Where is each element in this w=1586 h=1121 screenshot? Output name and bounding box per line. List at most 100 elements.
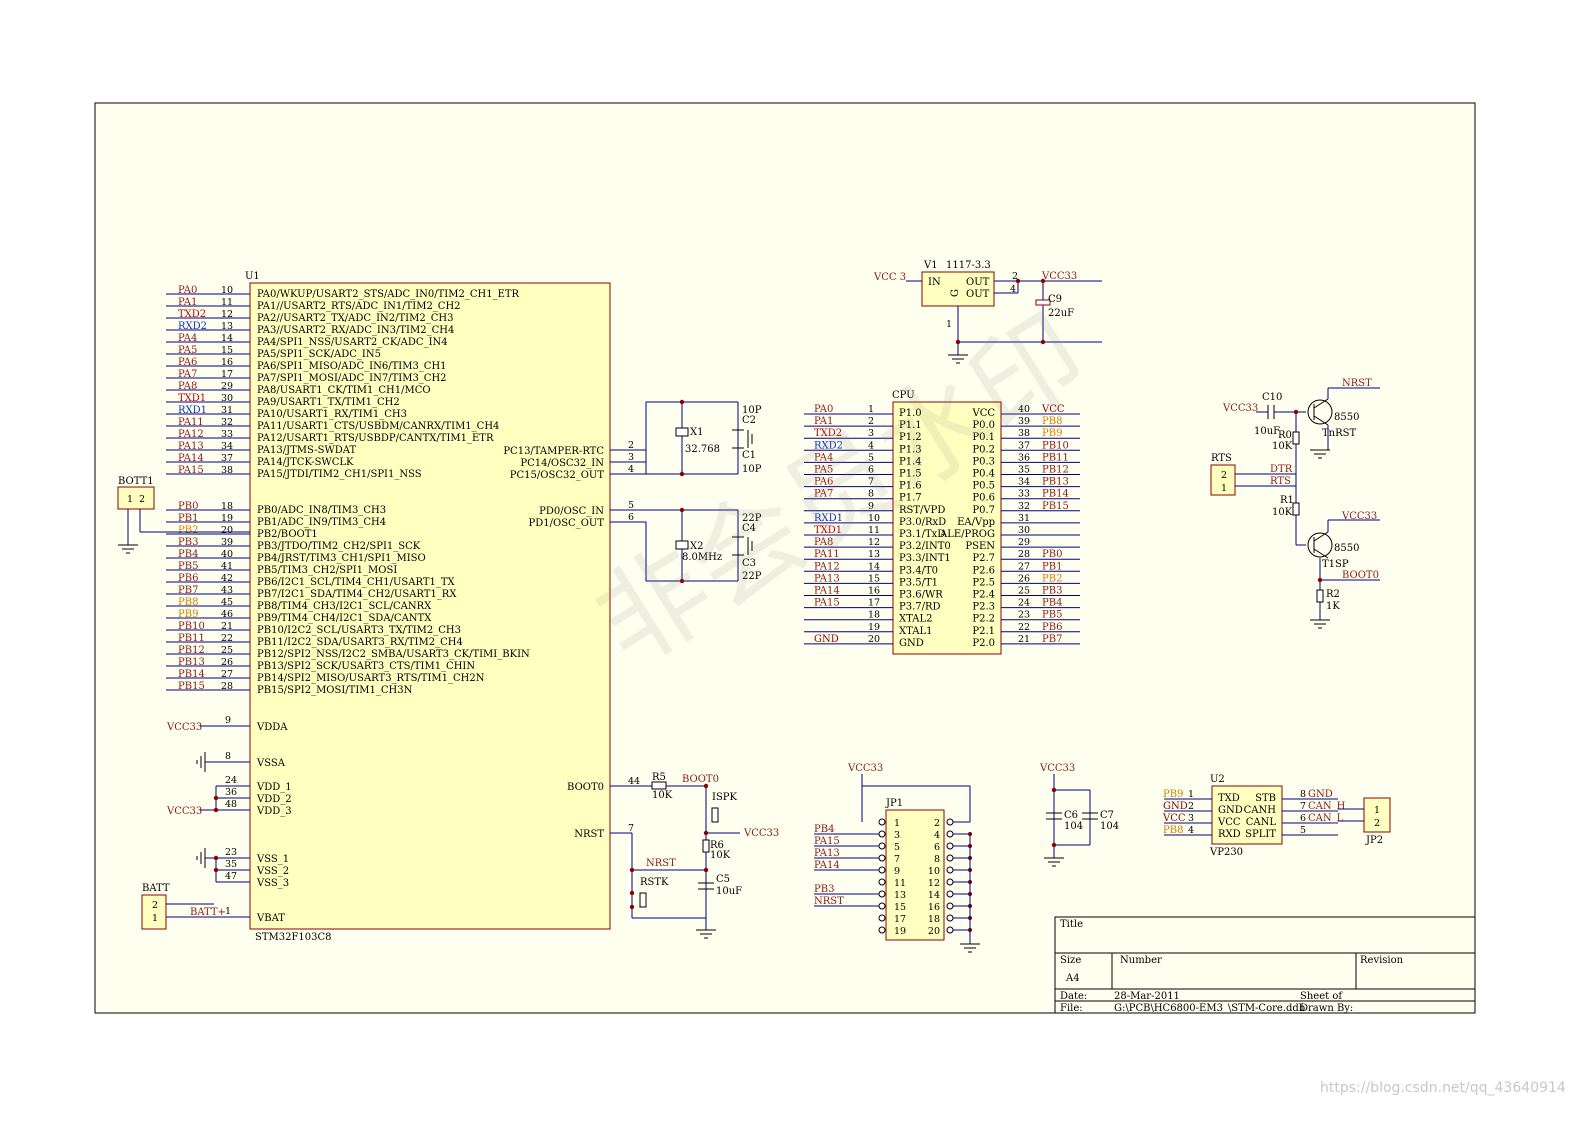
u2-rpin-net: GND [1308, 789, 1333, 800]
cpu-pin-net: TXD2 [814, 428, 842, 439]
boot0-transistor-net: BOOT0 [1342, 570, 1379, 581]
size-label: Size [1060, 955, 1081, 966]
bott1-ref: BOTT1 [118, 476, 154, 487]
cpu-pin-number: 13 [868, 549, 880, 560]
cpu-pin-label: RST/VPD [899, 505, 945, 516]
u1-pin-net: PB5 [178, 561, 198, 572]
jp1-pin-left [878, 926, 886, 934]
cpu-pin-number: 35 [1018, 465, 1030, 476]
u1-right-pin-label: BOOT0 [567, 782, 604, 793]
u2-pin-net: GND [1163, 801, 1188, 812]
rts-conn-pin2: 2 [1221, 470, 1227, 481]
cpu-pin-net: PB1 [1042, 561, 1062, 572]
u1-pin-number: 40 [221, 549, 233, 560]
u2-pin-label: GND [1218, 805, 1243, 816]
c5-ref: C5 [716, 874, 730, 885]
u1-pin-number: 29 [221, 381, 233, 392]
jp1-pin-number-right: 16 [928, 902, 940, 913]
jp1-pin-number-left: 11 [894, 878, 906, 889]
u1-power-pins: 9VDDA8VSSA24VDD_136VDD_248VDD_323VSS_135… [225, 715, 292, 924]
u2-pin-number: 4 [1188, 825, 1194, 836]
u1-pin-number: 38 [221, 465, 233, 476]
title-block: Title Size A4 Number Revision Date: 28-M… [1054, 916, 1476, 1014]
jp1-header: VCC33 JP1 13PB45PA157PA139PA141113PB315N… [814, 763, 980, 953]
cpu-pin-label: P1.1 [899, 420, 922, 431]
u1-power-pin-label: VSSA [256, 758, 286, 769]
boot0-reset-block: R5 10K BOOT0 ISPK VCC33 R6 10K NRST RSTK… [610, 772, 779, 939]
u1-pin-label: PB3/JTDO/TIM2_CH2/SPI1_SCK [257, 541, 421, 552]
c4-ref: C4 [742, 523, 756, 534]
drawn-label: Drawn By: [1300, 1003, 1353, 1014]
u1-power-pin-number: 24 [225, 775, 237, 786]
u1-pin-label: PB14/SPI2_MISO/USART3_RTS/TIM1_CH2N [257, 673, 485, 684]
cpu-pin-label: EA/Vpp [957, 517, 995, 528]
cpu-pin-label: P1.3 [899, 444, 922, 455]
c6-value: 104 [1064, 821, 1083, 832]
r5-ref: R5 [652, 772, 666, 783]
cpu-pin-number: 20 [868, 634, 880, 645]
cpu-pin-number: 32 [1018, 501, 1030, 512]
cpu-pin-net: PB11 [1042, 452, 1069, 463]
file-value: G:\PCB\HC6800-EM3_\STM-Core.ddb [1114, 1003, 1305, 1014]
jp1-pin-number-left: 17 [894, 914, 906, 925]
c6-ref: C6 [1064, 810, 1078, 821]
c10-value: 10uF [1254, 426, 1280, 437]
cpu-pin-label: P3.7/RD [899, 602, 941, 613]
c4-value: 22P [742, 513, 762, 524]
cpu-pin-number: 17 [868, 598, 880, 609]
u1-power-pin-number: 36 [225, 787, 237, 798]
jp1-pin-number-left: 9 [894, 866, 900, 877]
v1-pin-g: G [950, 289, 961, 297]
u1-ref: U1 [245, 271, 260, 282]
cpu-pin-net: VCC [1041, 404, 1065, 415]
cpu-pin-number: 10 [868, 513, 880, 524]
u1-pin-number: 14 [221, 333, 233, 344]
cpu-pin-label: P2.5 [972, 577, 995, 588]
jp1-pin-right [946, 926, 954, 934]
cpu-pin-number: 5 [868, 452, 874, 463]
x2-crystal-block: X2 8.0MHz 22P C4 C3 22P [610, 507, 762, 584]
c1-ref: C1 [742, 450, 756, 461]
r5-value: 10K [652, 790, 673, 801]
cpu-pin-net: PA14 [814, 586, 840, 597]
cpu-pin-number: 36 [1018, 452, 1030, 463]
u1-pin-net: PA8 [178, 381, 197, 392]
u1-pin-label: PB13/SPI2_SCK/USART3_CTS/TIM1_CHIN [257, 661, 475, 672]
batt-ref: BATT [142, 883, 170, 894]
u1-pin-number: 45 [221, 597, 233, 608]
jp1-pin-right [946, 866, 954, 874]
cpu-pin-label: P0.6 [972, 493, 995, 504]
vcc33-jp1-label: VCC33 [847, 763, 883, 774]
cpu-pin-number: 9 [868, 501, 874, 512]
u1-pin-number: 30 [221, 393, 233, 404]
u1-power-pin-label: VSS_1 [256, 854, 289, 865]
cpu-pin-label: PSEN [965, 541, 995, 552]
cpu-pin-number: 39 [1018, 416, 1030, 427]
u1-pin-number: 11 [221, 297, 233, 308]
cpu-pin-number: 22 [1018, 622, 1030, 633]
cpu-pin-number: 4 [868, 440, 874, 451]
u2-rpin-label: CANL [1246, 817, 1277, 828]
jp1-pin-number-left: 1 [894, 818, 900, 829]
u2-rpin-number: 7 [1300, 801, 1306, 812]
q2-ref: T1SP [1322, 559, 1349, 570]
date-label: Date: [1060, 991, 1087, 1002]
c6-c7-decoupling: VCC33 C6 104 C7 104 [1039, 763, 1119, 867]
cpu-pin-label: P0.3 [972, 456, 995, 467]
u1-pin-net: PB3 [178, 537, 198, 548]
r2-value: 1K [1326, 601, 1340, 612]
u1-power-pin-number: 48 [225, 799, 237, 810]
jp1-pin-left [878, 878, 886, 886]
u1-pin-net: PB15 [178, 681, 205, 692]
u2-rpin-net: CAN_H [1308, 801, 1346, 812]
cpu-pin-number: 6 [868, 465, 874, 476]
u1-power-pin-label: VDD_2 [256, 794, 292, 805]
u1-pin-label: PA14/JTCK-SWCLK [257, 457, 354, 468]
u1-pin-net: PB7 [178, 585, 198, 596]
cpu-pin-label: P1.7 [899, 493, 922, 504]
jp1-pin-number-right: 8 [934, 854, 940, 865]
c3-ref: C3 [742, 558, 756, 569]
u1-pin-net: PA4 [178, 333, 197, 344]
jp1-pin-left [878, 818, 886, 826]
